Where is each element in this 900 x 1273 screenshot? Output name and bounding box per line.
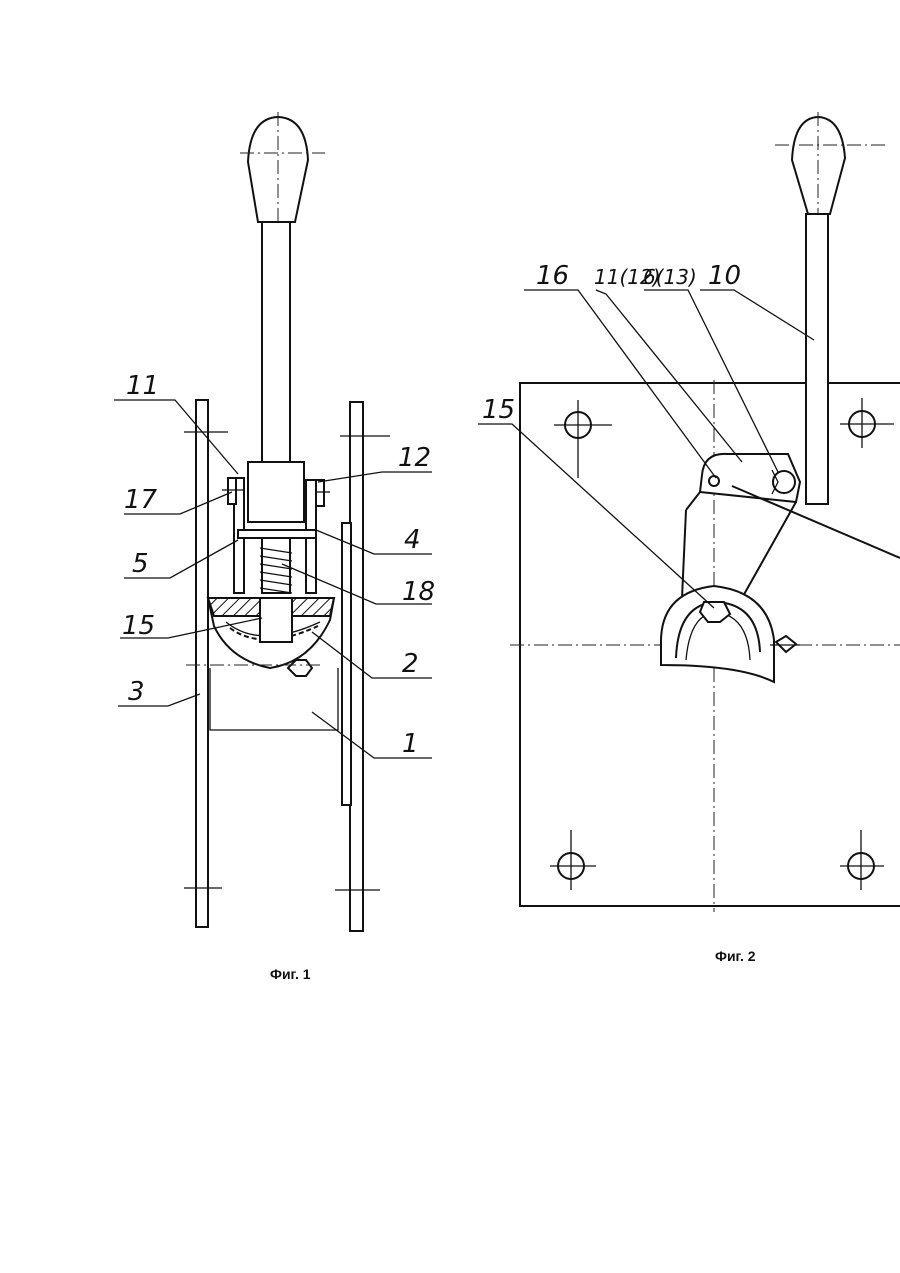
figure-2-caption: Фиг. 2 [715,948,756,964]
label-5: 5 [132,549,149,579]
label-10: 10 [708,261,741,291]
label-17: 17 [124,485,158,515]
label-6-13: 6(13) [643,265,697,289]
support-plate-3 [184,400,228,927]
label-1: 1 [402,729,419,759]
spring-18 [260,538,292,593]
sector-15 [661,586,800,682]
label-16: 16 [536,261,569,291]
figure-1-caption: Фиг. 1 [270,966,311,982]
label-15: 15 [122,611,155,641]
lever-assembly-fig2 [682,112,900,598]
label-3: 3 [128,677,145,707]
label-15-fig2: 15 [482,395,515,425]
base-block-1 [210,668,338,730]
label-12: 12 [398,443,431,473]
label-4: 4 [404,525,421,555]
label-11: 11 [126,371,159,401]
label-18: 18 [402,577,435,607]
lever-rod [262,222,290,472]
figure-1: 11 12 17 4 5 18 15 2 3 1 Фиг. 1 [114,112,435,982]
figure-2: 16 11(12) 6(13) 10 15 Фиг. 2 [478,112,900,964]
label-2: 2 [402,649,419,679]
support-plate-right [335,402,390,931]
